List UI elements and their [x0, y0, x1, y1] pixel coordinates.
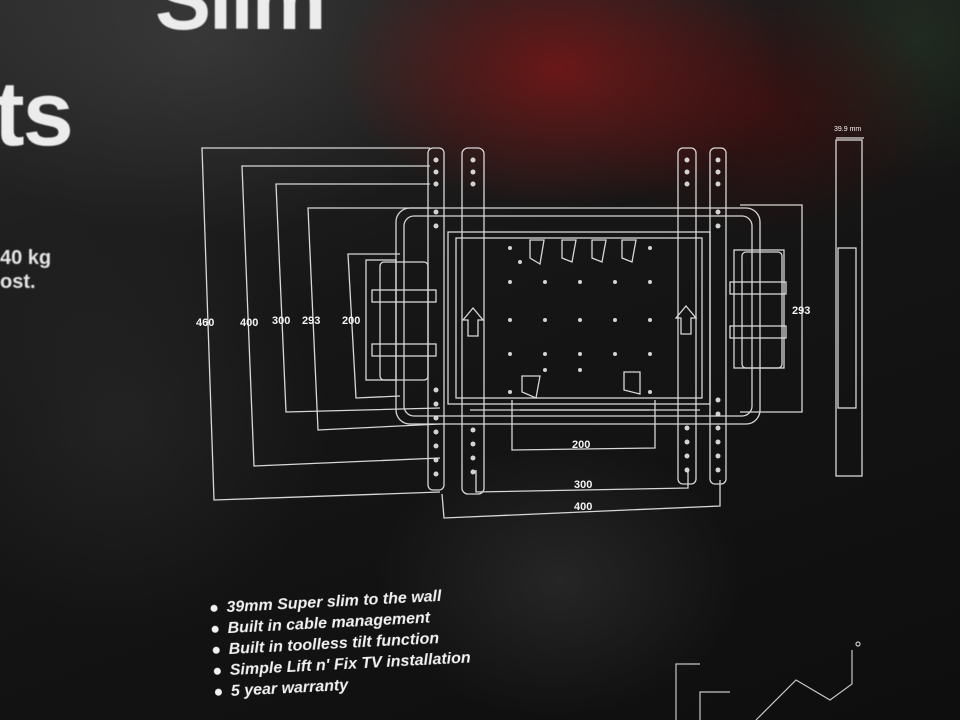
- height-dimension-lines: [201, 147, 441, 501]
- height-label-400: 400: [240, 317, 258, 329]
- right-height-line: [740, 204, 803, 413]
- left-tilt-brackets: [365, 259, 437, 381]
- feature-text: 5 year warranty: [230, 676, 349, 701]
- heading-line-1: Slim: [155, 0, 326, 47]
- bullet-icon: [212, 646, 220, 655]
- bullet-icon: [211, 625, 219, 634]
- height-label-300: 300: [272, 315, 290, 327]
- side-text-fragment: ost.: [0, 271, 36, 293]
- bullet-icon: [213, 667, 222, 676]
- depth-label: 39.9 mm: [834, 126, 861, 133]
- width-label-300: 300: [574, 479, 592, 491]
- brand-logo-outline: [675, 641, 861, 720]
- bullet-icon: [214, 688, 223, 697]
- side-profile: [835, 137, 864, 477]
- width-label-200: 200: [572, 439, 590, 451]
- height-label-293: 293: [302, 315, 320, 327]
- wall-plate: [395, 207, 761, 425]
- heading-line-2: ts: [0, 63, 74, 165]
- feature-list: 39mm Super slim to the wall Built in cab…: [210, 585, 472, 703]
- bullet-icon: [210, 604, 218, 613]
- height-label-200: 200: [342, 315, 360, 327]
- load-capacity-text: 40 kg: [0, 247, 52, 269]
- width-label-400: 400: [574, 501, 592, 513]
- height-label-460: 460: [196, 317, 214, 329]
- right-height-label: 293: [792, 305, 810, 317]
- right-tilt-brackets: [729, 249, 787, 369]
